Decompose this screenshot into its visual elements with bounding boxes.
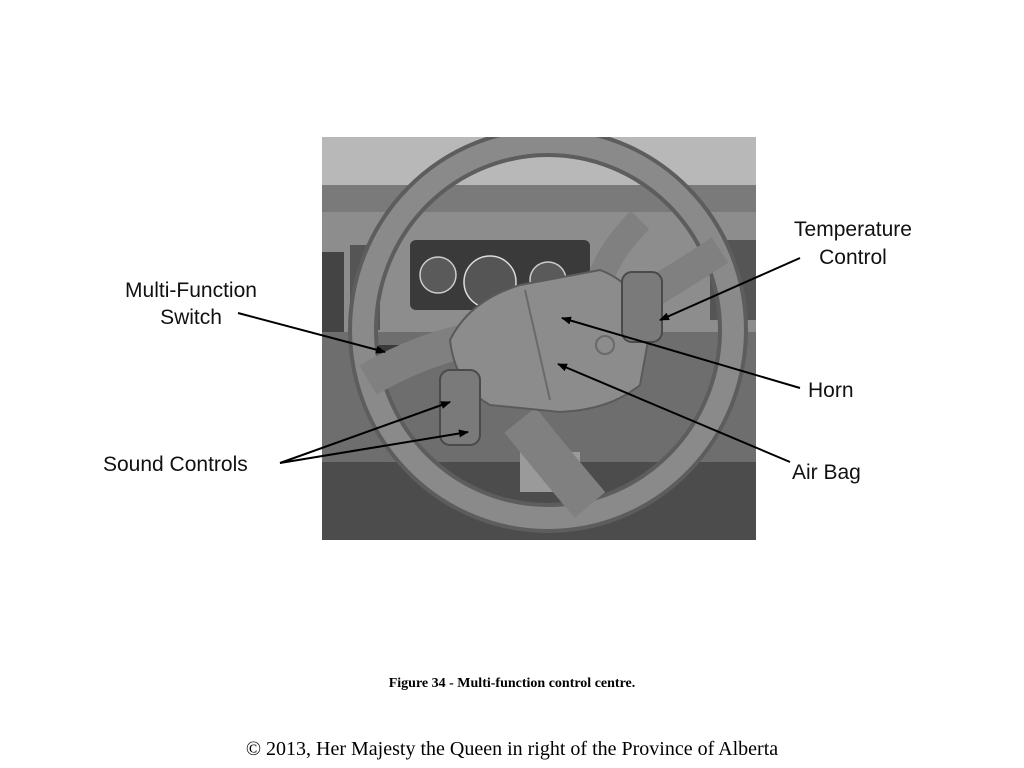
pointer-lines <box>237 257 801 464</box>
temperature-pointer <box>659 257 801 321</box>
air-bag-pointer <box>557 363 791 463</box>
temperature-label-line2: Control <box>819 246 887 269</box>
sound-controls-pointer-lower <box>279 429 469 464</box>
multifunction-label-line1: Multi-Function <box>125 279 257 302</box>
horn-pointer <box>561 316 801 389</box>
multifunction-pointer <box>237 312 386 354</box>
copyright-notice: © 2013, Her Majesty the Queen in right o… <box>245 738 779 760</box>
figure-caption: Figure 34 - Multi-function control centr… <box>388 676 636 691</box>
horn-label: Horn <box>808 379 854 402</box>
sound-controls-label: Sound Controls <box>103 453 248 476</box>
steering-wheel-photo <box>322 137 756 540</box>
sound-controls-pointer-upper <box>279 401 451 464</box>
air-bag-label: Air Bag <box>792 461 861 484</box>
temperature-label-line1: Temperature <box>794 218 912 241</box>
multifunction-label-line2: Switch <box>160 306 222 329</box>
